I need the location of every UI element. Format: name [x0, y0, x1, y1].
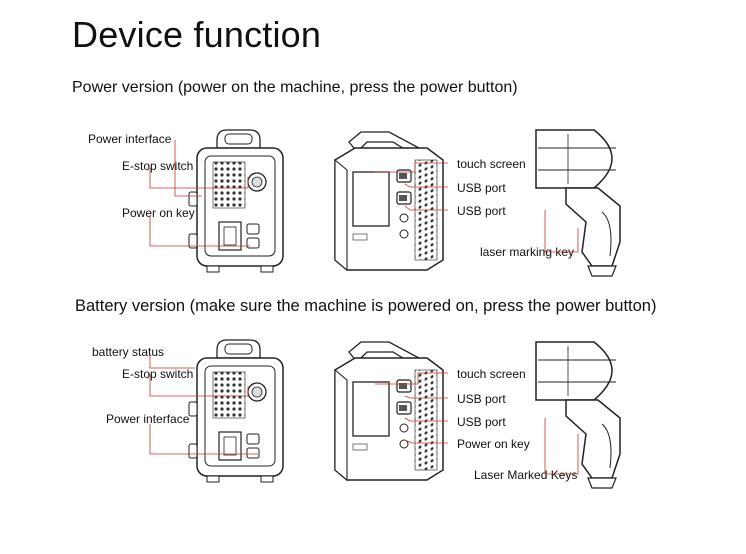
label-laser-marked-keys: Laser Marked Keys [474, 468, 578, 482]
label-touch-screen: touch screen [457, 157, 526, 171]
label-usb-port-2: USB port [457, 204, 506, 218]
label-usb-port-1: USB port [457, 181, 506, 195]
battery-version-heading: Battery version (make sure the machine i… [75, 297, 657, 315]
label-power-interface: Power interface [88, 132, 172, 146]
label-power-interface-battery: Power interface [106, 412, 190, 426]
label-usb-port-1-battery: USB port [457, 392, 506, 406]
label-estop-switch-battery: E-stop switch [122, 367, 194, 381]
label-usb-port-2-battery: USB port [457, 415, 506, 429]
label-laser-marking-key: laser marking key [480, 245, 575, 259]
label-battery-status: battery status [92, 345, 165, 359]
page-title: Device function [72, 14, 322, 55]
label-power-on-key: Power on key [122, 206, 195, 220]
label-power-on-key-battery: Power on key [457, 437, 530, 451]
label-estop-switch: E-stop switch [122, 159, 194, 173]
label-touch-screen-battery: touch screen [457, 367, 526, 381]
power-version-heading: Power version (power on the machine, pre… [72, 79, 518, 96]
